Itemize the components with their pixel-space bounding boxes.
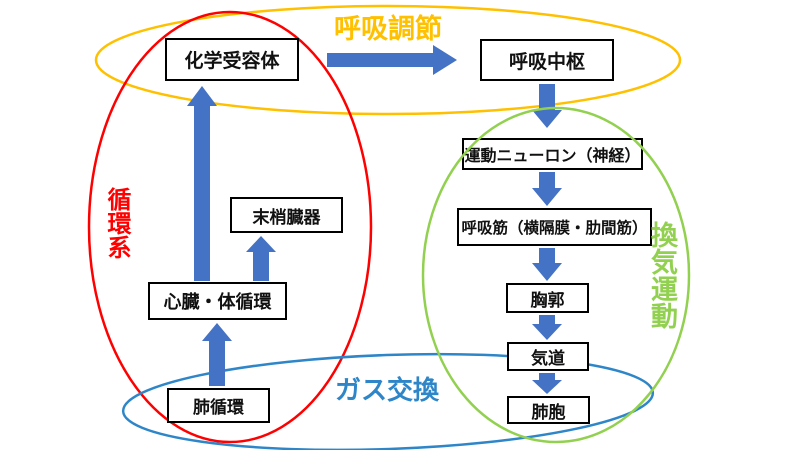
label-circulatory-system: 循環系 [103,187,130,259]
label-gas-exchange: ガス交換 [335,375,440,405]
arrow-respiratory-muscles-to-thorax [532,248,562,281]
label-ventilation-movement: 換気運動 [647,221,677,329]
node-respiratory-center: 呼吸中枢 [480,39,614,81]
node-airway: 気道 [507,342,589,371]
arrow-thorax-to-airway [532,315,562,340]
arrow-pulmonary-to-heart [202,323,232,386]
node-alveoli: 肺胞 [507,396,590,424]
arrow-airway-to-alveoli [532,373,562,394]
arrow-heart-to-peripheral-organs [246,236,276,281]
node-heart-systemic-circulation: 心臓・体循環 [148,282,287,320]
node-motor-neuron: 運動ニューロン（神経） [462,138,643,170]
node-thorax: 胸郭 [506,283,589,313]
node-pulmonary-circulation: 肺循環 [167,388,270,423]
node-chemoreceptor: 化学受容体 [165,38,299,81]
arrow-respiratory-center-to-motor-neuron [532,84,562,128]
node-peripheral-organs: 末梢臓器 [230,197,343,233]
label-respiratory-regulation: 呼吸調節 [334,14,442,44]
arrow-motor-neuron-to-respiratory-muscles [532,172,562,206]
node-respiratory-muscles: 呼吸筋（横隔膜・肋間筋） [457,208,652,246]
arrow-chemoreceptor-to-respiratory-center [327,45,457,75]
arrow-heart-to-chemoreceptor [187,86,217,281]
